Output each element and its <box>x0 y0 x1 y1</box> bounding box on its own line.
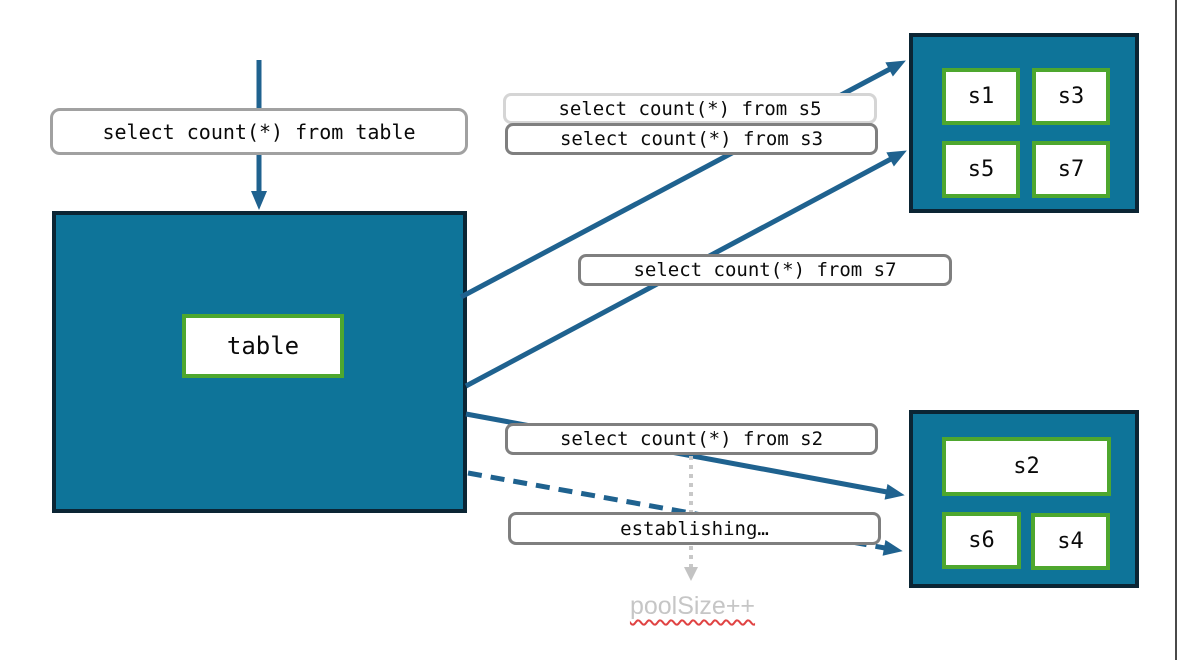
shard-s2-label: s2 <box>1013 453 1040 479</box>
query-label-s2[interactable]: select count(*) from s2 <box>505 423 878 455</box>
query-label-s5-text: select count(*) from s5 <box>558 97 822 120</box>
query-label-establishing-text: establishing… <box>620 517 769 540</box>
shard-s1-label: s1 <box>967 83 995 109</box>
shard-s5-label: s5 <box>967 156 995 182</box>
shard-s4-label: s4 <box>1057 528 1084 554</box>
shard-s7-label: s7 <box>1057 156 1085 182</box>
query-label-s2-text: select count(*) from s2 <box>559 428 824 450</box>
shard-s5[interactable]: s5 <box>942 141 1020 198</box>
query-label-s7[interactable]: select count(*) from s7 <box>578 254 952 286</box>
poolsize-note[interactable]: poolSize++ <box>600 592 785 621</box>
query-label-s7-text: select count(*) from s7 <box>633 259 897 281</box>
shard-s1[interactable]: s1 <box>942 68 1020 125</box>
table-label: table <box>226 332 300 360</box>
shard-s6[interactable]: s6 <box>942 512 1021 569</box>
query-label-s3[interactable]: select count(*) from s3 <box>505 123 878 155</box>
query-label-table[interactable]: select count(*) from table <box>50 108 468 155</box>
query-label-table-text: select count(*) from table <box>102 119 416 144</box>
shard-s4[interactable]: s4 <box>1031 513 1110 570</box>
table-label-box[interactable]: table <box>182 314 344 378</box>
shard-s3[interactable]: s3 <box>1032 68 1110 125</box>
shard-s3-label: s3 <box>1057 83 1085 109</box>
slide-edge-line <box>1175 0 1177 660</box>
poolsize-note-text: poolSize++ <box>629 592 756 620</box>
shard-group-top[interactable]: s1 s3 s5 s7 <box>909 33 1139 213</box>
query-label-s5[interactable]: select count(*) from s5 <box>503 93 877 124</box>
query-label-s3-text: select count(*) from s3 <box>559 128 824 150</box>
shard-s6-label: s6 <box>968 527 995 553</box>
table-node[interactable]: table <box>52 211 467 513</box>
query-label-establishing[interactable]: establishing… <box>508 512 881 545</box>
shard-s7[interactable]: s7 <box>1032 141 1110 198</box>
shard-s2[interactable]: s2 <box>942 437 1111 496</box>
shard-group-bottom[interactable]: s2 s6 s4 <box>909 410 1139 588</box>
